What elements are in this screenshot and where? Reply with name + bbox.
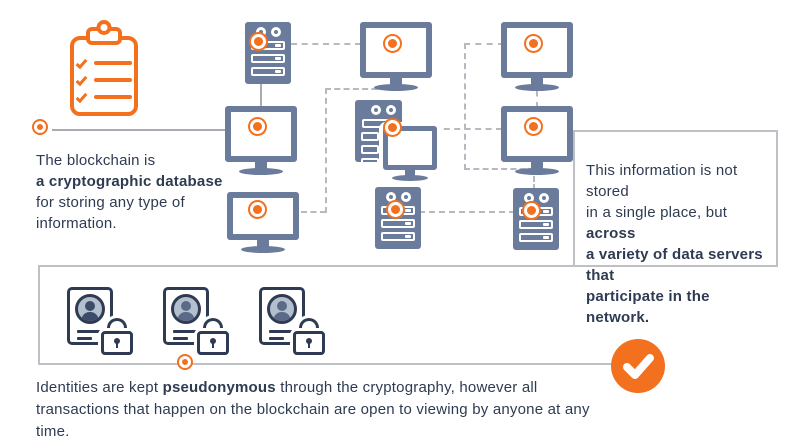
- id-card-lock-icon-1: [67, 287, 133, 355]
- right-note-line3: a variety of data servers that: [586, 246, 763, 284]
- network-node-dot: [526, 119, 541, 134]
- right-note-line4: participate in the network.: [586, 288, 710, 326]
- left-note: The blockchain is a cryptographic databa…: [36, 150, 251, 234]
- connector-dashed-7: [464, 43, 466, 170]
- padlock-icon: [195, 318, 231, 356]
- connector-dashed-5: [402, 128, 502, 130]
- clipboard-checklist-rows: [75, 56, 132, 111]
- checkmark-icon: [611, 339, 665, 393]
- connector-dashed-1: [291, 43, 361, 45]
- id-card-lock-icon-2: [163, 287, 229, 355]
- connector-left-entry: [52, 129, 228, 131]
- avatar: [171, 294, 201, 324]
- monitor-icon-mid-right: [501, 106, 573, 175]
- identity-box-bottom-line: [38, 363, 614, 365]
- identity-box-top-line: [38, 265, 575, 267]
- server-icon-top-left: [245, 22, 291, 84]
- monitor-icon-top-center: [360, 22, 432, 91]
- check-glyph: [623, 354, 654, 379]
- connector-dashed-9: [533, 168, 535, 190]
- avatar: [267, 294, 297, 324]
- padlock-icon: [99, 318, 135, 356]
- connector-dashed-6: [464, 43, 504, 45]
- check-tick-icon: [75, 90, 88, 104]
- right-note-box: [573, 130, 778, 267]
- connector-dashed-3: [325, 88, 327, 213]
- monitor-icon-top-right: [501, 22, 573, 91]
- server-icon-bottom-right: [513, 188, 559, 250]
- connector-dashed-10: [536, 79, 538, 108]
- left-note-line3: for storing any type of: [36, 194, 185, 211]
- network-node-dot: [388, 202, 403, 217]
- check-tick-icon: [75, 73, 88, 87]
- bottom-note-line2: transactions that happen on the blockcha…: [36, 401, 590, 438]
- network-node-dot: [251, 34, 266, 49]
- connector-dashed-11: [419, 211, 515, 213]
- network-node-dot: [526, 36, 541, 51]
- id-card-lock-icon-3: [259, 287, 325, 355]
- network-node-dot-entry: [34, 121, 46, 133]
- right-note: This information is not stored in a sing…: [586, 162, 763, 326]
- left-note-line1: The blockchain is: [36, 152, 156, 169]
- left-note-line2: a cryptographic database: [36, 173, 223, 190]
- server-icon-bottom-center: [375, 187, 421, 249]
- connector-dashed-8: [464, 168, 535, 170]
- connector-server-to-monitor: [260, 82, 262, 110]
- monitor-icon-mid-left: [225, 106, 297, 175]
- monitor-icon-bottom-left: [227, 192, 299, 253]
- network-node-dot: [250, 202, 265, 217]
- identity-box-left-line: [38, 265, 40, 365]
- checklist-clipboard-icon: [66, 20, 142, 118]
- bottom-note: Identities are kept pseudonymous through…: [36, 379, 590, 438]
- padlock-icon: [291, 318, 327, 356]
- network-node-dot: [385, 120, 400, 135]
- avatar: [75, 294, 105, 324]
- connector-dashed-2: [325, 88, 396, 90]
- network-node-dot: [250, 119, 265, 134]
- left-note-line4: information.: [36, 215, 117, 232]
- right-note-line1: This information is not stored: [586, 162, 738, 200]
- network-node-dot: [524, 203, 539, 218]
- network-node-dot-identity: [179, 356, 191, 368]
- network-node-dot: [385, 36, 400, 51]
- clipboard-ring: [96, 20, 112, 35]
